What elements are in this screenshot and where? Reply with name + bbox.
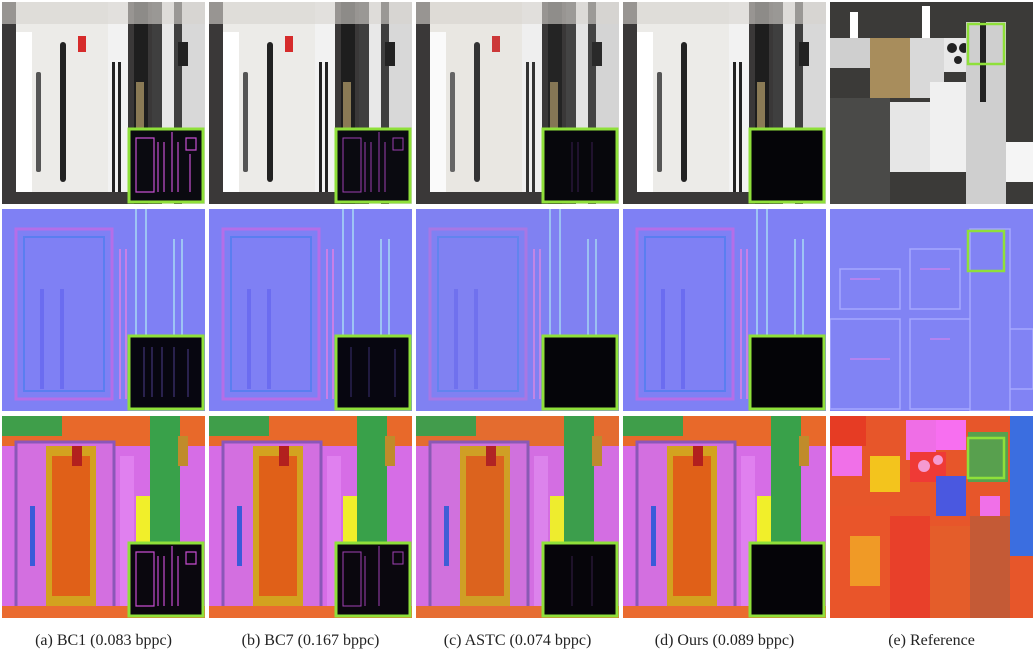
orm-bc7-image xyxy=(209,416,412,618)
normal-ours xyxy=(623,209,826,411)
normal-reference-image xyxy=(830,209,1033,411)
caption-reference: (e) Reference xyxy=(888,632,975,649)
albedo-astc xyxy=(416,2,619,204)
albedo-astc-image xyxy=(416,2,619,204)
normal-bc1 xyxy=(2,209,205,411)
albedo-ours xyxy=(623,2,826,204)
albedo-bc1-image xyxy=(2,2,205,204)
normal-bc7-image xyxy=(209,209,412,411)
albedo-reference xyxy=(830,2,1033,204)
albedo-bc1 xyxy=(2,2,205,204)
normal-bc1-image xyxy=(2,209,205,411)
caption-astc: (c) ASTC (0.074 bppc) xyxy=(443,632,592,649)
orm-reference-image xyxy=(830,416,1033,618)
caption-row: (a) BC1 (0.083 bppc) (b) BC7 (0.167 bppc… xyxy=(0,624,1035,656)
figure-grid xyxy=(2,2,1033,618)
orm-reference xyxy=(830,416,1033,618)
orm-ours-image xyxy=(623,416,826,618)
normal-astc xyxy=(416,209,619,411)
caption-bc7: (b) BC7 (0.167 bppc) xyxy=(241,632,380,649)
albedo-bc7 xyxy=(209,2,412,204)
albedo-reference-image xyxy=(830,2,1033,204)
normal-astc-image xyxy=(416,209,619,411)
albedo-ours-image xyxy=(623,2,826,204)
normal-bc7 xyxy=(209,209,412,411)
orm-astc xyxy=(416,416,619,618)
orm-astc-image xyxy=(416,416,619,618)
caption-bc1: (a) BC1 (0.083 bppc) xyxy=(35,632,172,649)
caption-ours: (d) Ours (0.089 bppc) xyxy=(654,632,795,649)
albedo-bc7-image xyxy=(209,2,412,204)
orm-bc7 xyxy=(209,416,412,618)
normal-ours-image xyxy=(623,209,826,411)
orm-ours xyxy=(623,416,826,618)
orm-bc1 xyxy=(2,416,205,618)
normal-reference xyxy=(830,209,1033,411)
orm-bc1-image xyxy=(2,416,205,618)
